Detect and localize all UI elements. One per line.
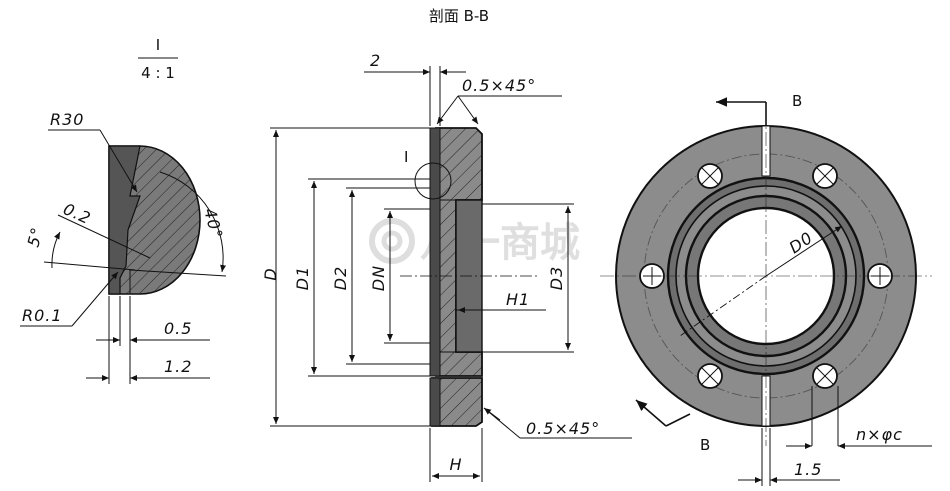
section-title: 剖面 B-B [429,7,489,25]
chamfer-top-label: 0.5×45° [462,76,536,95]
chamfer-bottom-label: 0.5×45° [526,419,600,438]
DN-label: DN [369,265,388,291]
detail-marker-label: I [404,148,408,166]
dim-1.2-label: 1.2 [164,357,192,376]
D3-label: D3 [547,266,566,291]
detail-view: I 4 : 1 R30 0.2 5° 40° R0.1 0. [20,36,227,384]
D-label: D [261,267,280,280]
section-view: I 2 0.5×45° 0.5×45° D D1 D2 [261,51,632,482]
H-label: H [449,455,462,474]
front-view: D0 B B n×φc 1.5 [600,92,932,486]
holes-label: n×φc [856,425,903,444]
angle-5-label: 5° [24,225,48,249]
r01-label: R0.1 [22,306,63,325]
D1-label: D1 [293,266,312,291]
dim-1.5-label: 1.5 [794,460,822,479]
section-mark-bottom: B [700,436,710,454]
dim-0.5-label: 0.5 [164,319,192,338]
r30-label: R30 [50,110,84,129]
H1-label: H1 [506,290,530,309]
detail-scale: 4 : 1 [141,64,175,82]
dim-0.2-label: 0.2 [60,199,94,228]
detail-name: I [156,36,160,54]
dim-2-label: 2 [370,51,381,70]
section-mark-top: B [792,92,802,110]
D2-label: D2 [331,266,350,291]
angle-40-label: 40° [200,206,226,241]
